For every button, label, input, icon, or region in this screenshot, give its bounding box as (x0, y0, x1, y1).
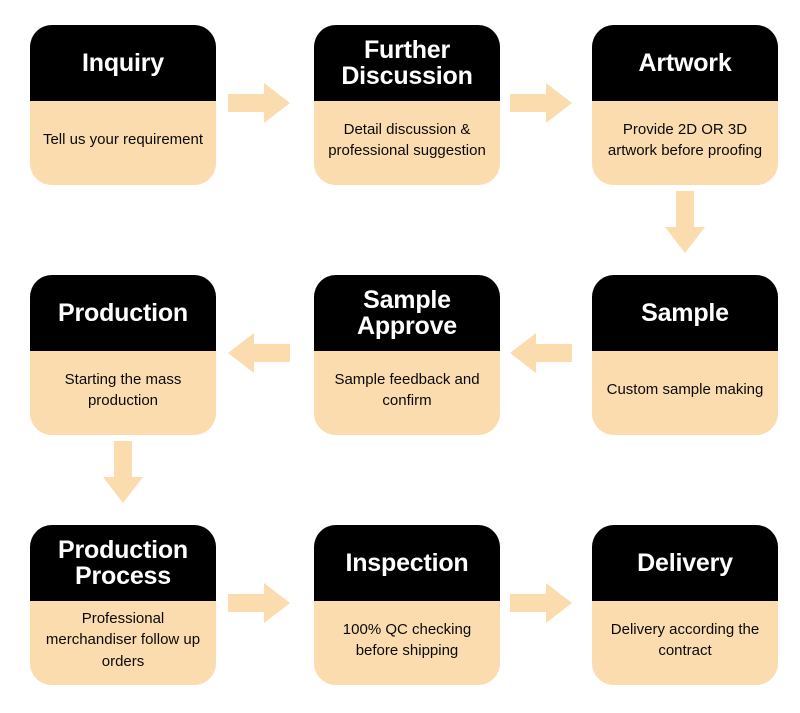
step-title: Inquiry (82, 48, 164, 77)
step-header-production-process: Production Process (30, 525, 216, 601)
step-header-production: Production (30, 275, 216, 351)
arrow-head (546, 83, 572, 123)
arrow-stem (534, 344, 572, 362)
arrow-stem (228, 594, 266, 612)
step-body-inquiry: Tell us your requirement (30, 101, 216, 185)
arrow-stem (510, 594, 548, 612)
arrow-inspection-to-delivery (510, 583, 572, 623)
step-header-delivery: Delivery (592, 525, 778, 601)
step-body-artwork: Provide 2D OR 3D artwork before proofing (592, 101, 778, 185)
step-body-delivery: Delivery according the contract (592, 601, 778, 685)
step-title: Artwork (638, 48, 732, 77)
step-header-artwork: Artwork (592, 25, 778, 101)
process-step-sample-approve[interactable]: Sample Approve Sample feedback and confi… (314, 275, 500, 435)
step-body-further-discussion: Detail discussion & professional suggest… (314, 101, 500, 185)
step-body-production-process: Professional merchandiser follow up orde… (30, 601, 216, 685)
step-description: Detail discussion & professional suggest… (328, 120, 486, 159)
step-title: Production Process (58, 536, 188, 590)
process-step-inquiry[interactable]: Inquiry Tell us your requirement (30, 25, 216, 185)
step-title: Production (58, 298, 188, 327)
arrow-head (665, 227, 705, 253)
step-body-production: Starting the mass production (30, 351, 216, 435)
process-step-sample[interactable]: Sample Custom sample making (592, 275, 778, 435)
step-description: Custom sample making (606, 381, 764, 399)
step-title: Inspection (345, 548, 469, 577)
arrow-head (264, 583, 290, 623)
step-body-sample: Custom sample making (592, 351, 778, 435)
step-header-sample: Sample (592, 275, 778, 351)
step-title: Delivery (637, 548, 733, 577)
arrow-head (546, 583, 572, 623)
step-body-inspection: 100% QC checking before shipping (314, 601, 500, 685)
step-description: Delivery according the contract (610, 620, 760, 659)
arrow-sample-approve-to-production (228, 333, 290, 373)
arrow-production-to-production-process (103, 441, 143, 503)
step-description: Sample feedback and confirm (334, 370, 480, 409)
arrow-sample-to-sample-approve (510, 333, 572, 373)
process-step-artwork[interactable]: Artwork Provide 2D OR 3D artwork before … (592, 25, 778, 185)
step-title: Sample Approve (356, 286, 457, 340)
process-step-production[interactable]: Production Starting the mass production (30, 275, 216, 435)
arrow-artwork-to-sample (665, 191, 705, 253)
arrow-stem (510, 94, 548, 112)
step-header-inspection: Inspection (314, 525, 500, 601)
arrow-head (510, 333, 536, 373)
step-description: Provide 2D OR 3D artwork before proofing (607, 120, 763, 159)
arrow-stem (252, 344, 290, 362)
arrow-head (228, 333, 254, 373)
arrow-head (103, 477, 143, 503)
arrow-stem (228, 94, 266, 112)
step-header-further-discussion: Further Discussion (314, 25, 500, 101)
step-header-inquiry: Inquiry (30, 25, 216, 101)
step-title: Further Discussion (341, 36, 473, 90)
step-body-sample-approve: Sample feedback and confirm (314, 351, 500, 435)
step-header-sample-approve: Sample Approve (314, 275, 500, 351)
arrow-stem (676, 191, 694, 229)
process-step-inspection[interactable]: Inspection 100% QC checking before shipp… (314, 525, 500, 685)
arrow-inquiry-to-further-discussion (228, 83, 290, 123)
process-step-further-discussion[interactable]: Further Discussion Detail discussion & p… (314, 25, 500, 185)
arrow-further-discussion-to-artwork (510, 83, 572, 123)
step-description: Tell us your requirement (42, 131, 204, 149)
process-step-delivery[interactable]: Delivery Delivery according the contract (592, 525, 778, 685)
arrow-production-process-to-inspection (228, 583, 290, 623)
process-step-production-process[interactable]: Production Process Professional merchand… (30, 525, 216, 685)
step-description: 100% QC checking before shipping (342, 620, 472, 659)
step-title: Sample (641, 298, 729, 327)
arrow-stem (114, 441, 132, 479)
step-description: Professional merchandiser follow up orde… (45, 610, 201, 670)
arrow-head (264, 83, 290, 123)
step-description: Starting the mass production (64, 370, 182, 409)
